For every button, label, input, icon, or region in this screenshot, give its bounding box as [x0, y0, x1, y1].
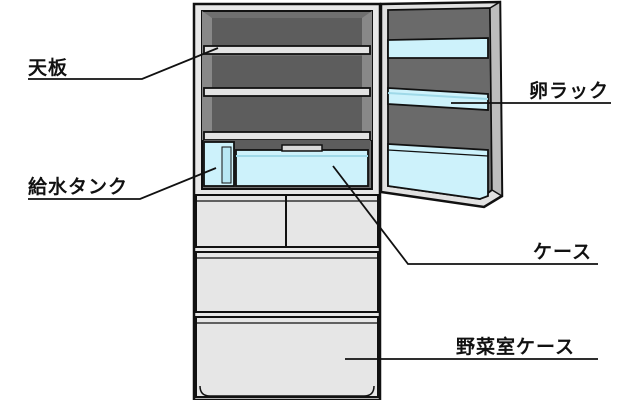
- shelf-bottom: [203, 131, 371, 141]
- shelf-middle: [203, 87, 371, 97]
- label-vegetable-case: 野菜室ケース: [456, 336, 576, 358]
- drawer-middle: [195, 251, 379, 313]
- label-case: ケース: [533, 241, 593, 263]
- leader-lines: [28, 47, 611, 360]
- door-pocket-bottom: [387, 143, 489, 200]
- drawer-vegetable: [195, 316, 379, 398]
- drawer-upper-right: [285, 194, 379, 248]
- leader-water-tank: [28, 167, 217, 200]
- case-shape: [235, 144, 369, 187]
- shelf-top: [203, 45, 371, 55]
- label-top-panel: 天板: [28, 57, 69, 79]
- leader-case: [332, 165, 598, 265]
- drawer-upper-left: [195, 194, 287, 248]
- leader-top-panel: [28, 47, 219, 80]
- door-pocket-top: [387, 37, 489, 59]
- label-water-tank: 給水タンク: [28, 176, 129, 198]
- label-egg-rack: 卵ラック: [529, 80, 610, 102]
- egg-rack-shape: [387, 87, 489, 111]
- water-tank-shape: [203, 141, 235, 187]
